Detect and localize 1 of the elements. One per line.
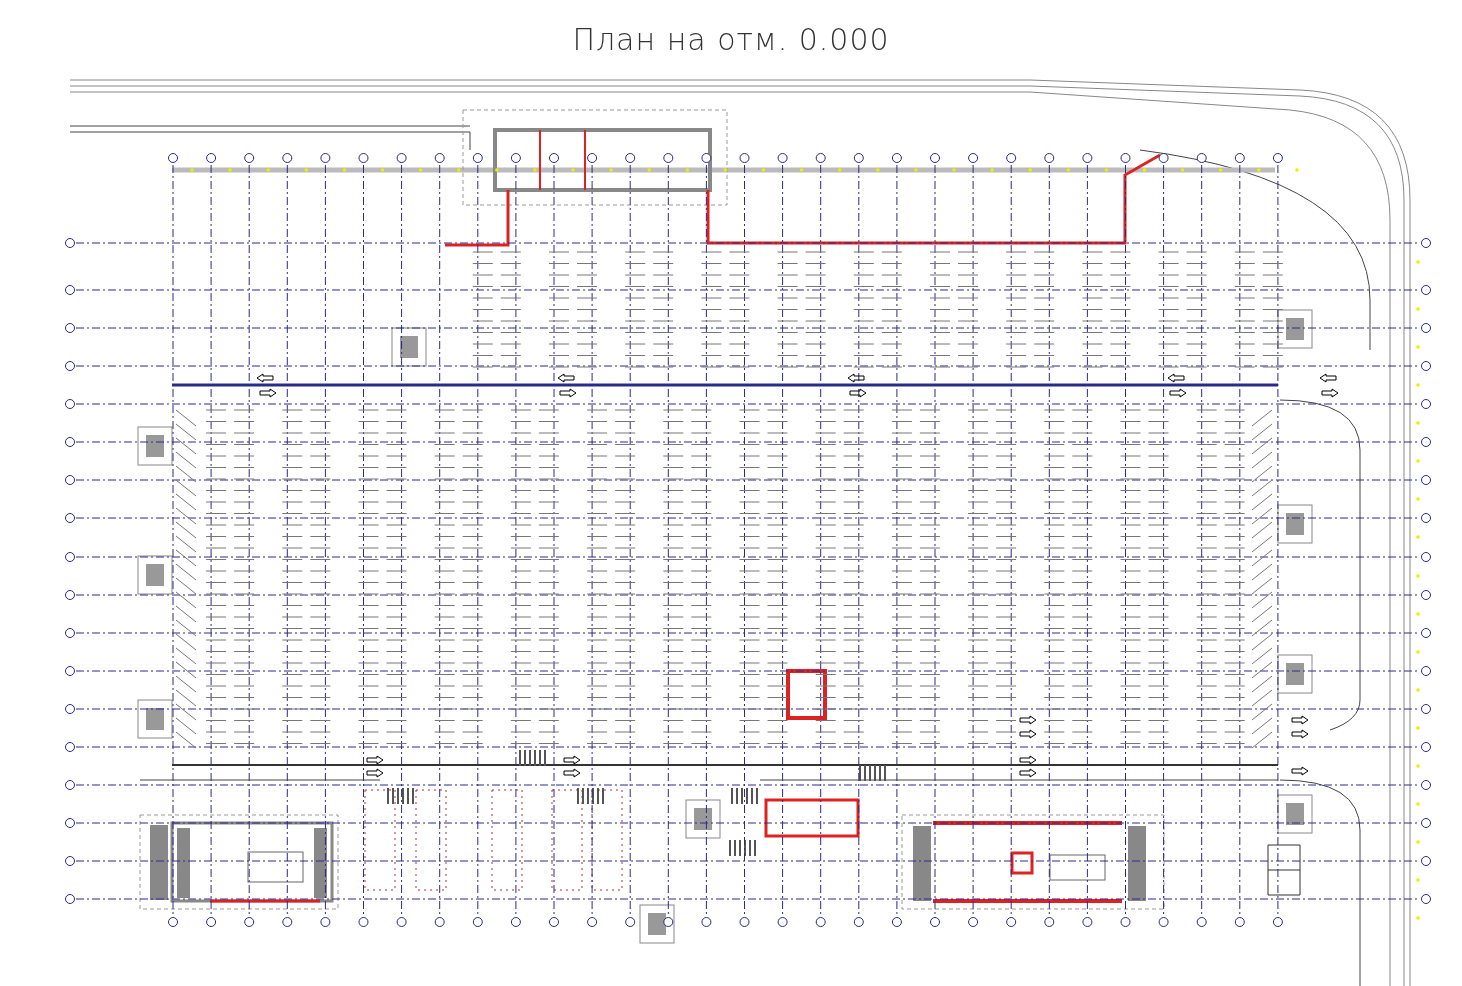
- plan-title: План на отм. 0.000: [572, 22, 890, 57]
